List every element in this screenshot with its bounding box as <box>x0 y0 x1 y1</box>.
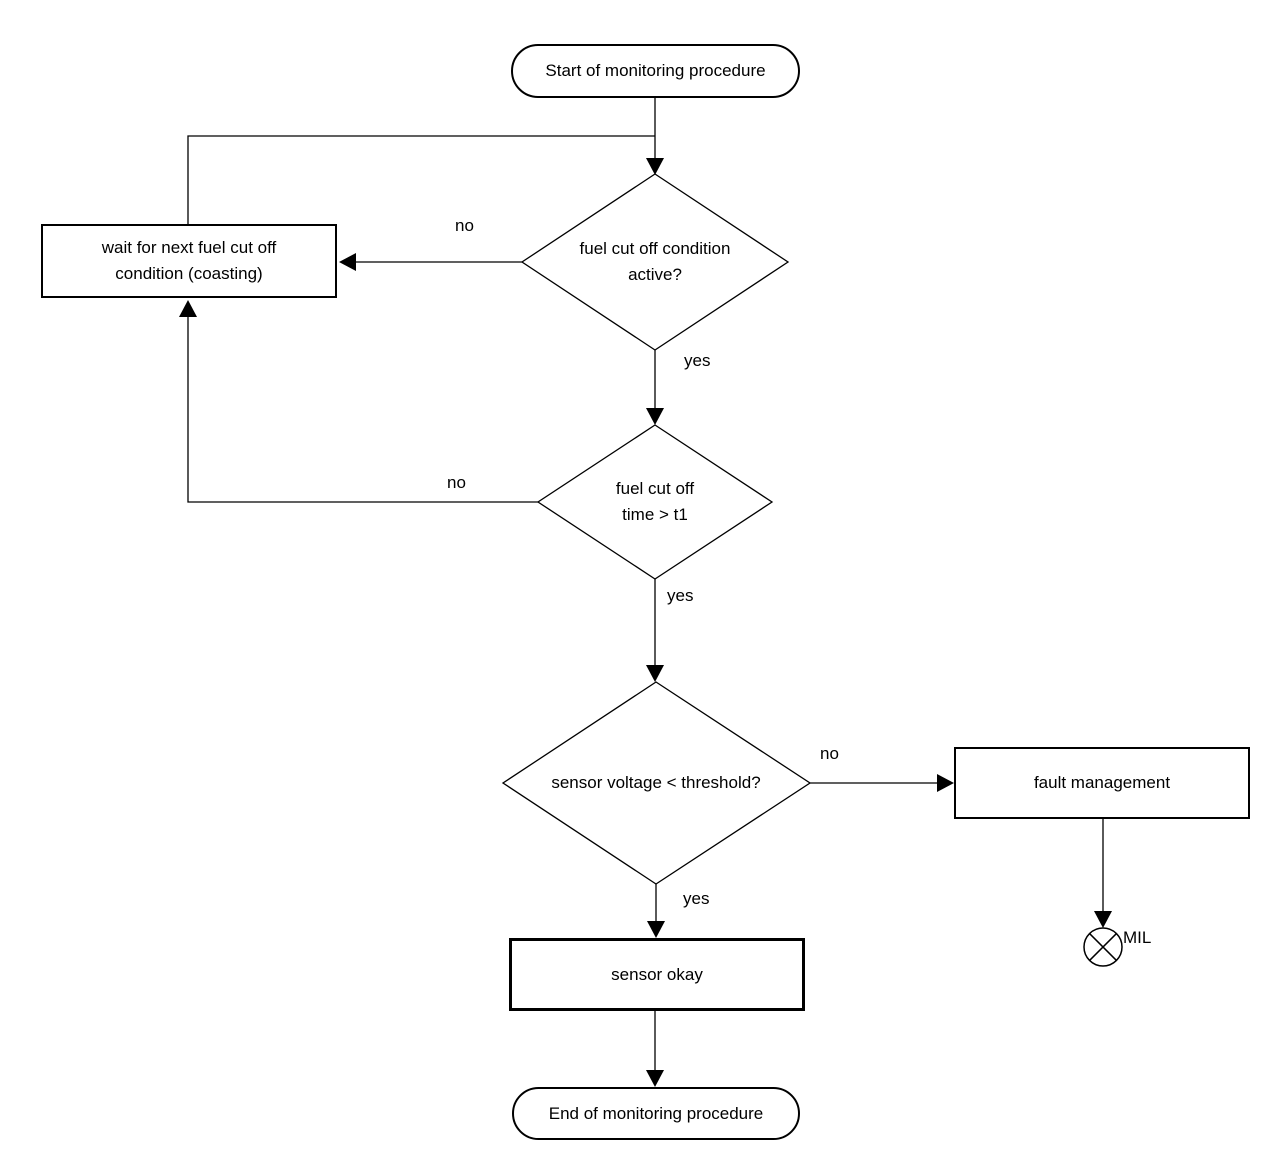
edge-label-condition-yes: yes <box>684 351 711 370</box>
edge-label-voltage-yes: yes <box>683 889 710 908</box>
mil-lamp-label: MIL <box>1123 928 1152 947</box>
arrowhead-into-end-terminator <box>646 1070 664 1087</box>
mil-lamp-cross-icon <box>1089 933 1117 961</box>
arrowhead-into-time-decision <box>646 408 664 425</box>
node-wait-label: wait for next fuel cut off condition (co… <box>101 238 277 283</box>
edge-wait-loop-back-to-condition <box>187 135 655 224</box>
decision-sensor-voltage-shape <box>501 681 812 885</box>
edge-label-voltage-no: no <box>820 744 839 763</box>
node-end-label: End of monitoring procedure <box>548 1103 764 1123</box>
node-fault-management-label: fault management <box>1033 773 1171 792</box>
edge-label-time-yes: yes <box>667 586 694 605</box>
decision-sensor-voltage-label: sensor voltage < threshold? <box>551 773 761 792</box>
decision-fuel-cut-off-time-label: fuel cut off time > t1 <box>615 479 695 524</box>
node-sensor-okay: sensor okay <box>509 938 805 1011</box>
decision-fuel-cut-off-time-shape <box>536 424 774 580</box>
edge-label-condition-no: no <box>455 216 474 235</box>
node-start-terminator: Start of monitoring procedure <box>511 44 800 98</box>
arrowhead-into-voltage-decision <box>646 665 664 682</box>
decision-fuel-cut-off-condition-shape <box>520 173 790 351</box>
node-sensor-okay-label: sensor okay <box>611 964 703 984</box>
arrowhead-into-wait-box-bottom <box>179 300 197 317</box>
node-fault-management: fault management <box>954 747 1250 819</box>
arrowhead-into-sensor-okay-box <box>647 921 665 938</box>
arrowhead-into-condition-decision <box>646 158 664 175</box>
node-start-label: Start of monitoring procedure <box>545 61 766 80</box>
node-wait-for-fuel-cut-off: wait for next fuel cut off condition (co… <box>41 224 337 298</box>
edge-label-time-no: no <box>447 473 466 492</box>
node-end-terminator: End of monitoring procedure <box>512 1087 800 1140</box>
decision-fuel-cut-off-condition-label: fuel cut off condition active? <box>579 239 731 284</box>
arrowhead-into-mil-lamp <box>1094 911 1112 928</box>
edge-time-no-to-wait <box>187 317 538 503</box>
arrowhead-into-fault-box <box>937 774 954 792</box>
arrowhead-into-wait-box-right <box>339 253 356 271</box>
